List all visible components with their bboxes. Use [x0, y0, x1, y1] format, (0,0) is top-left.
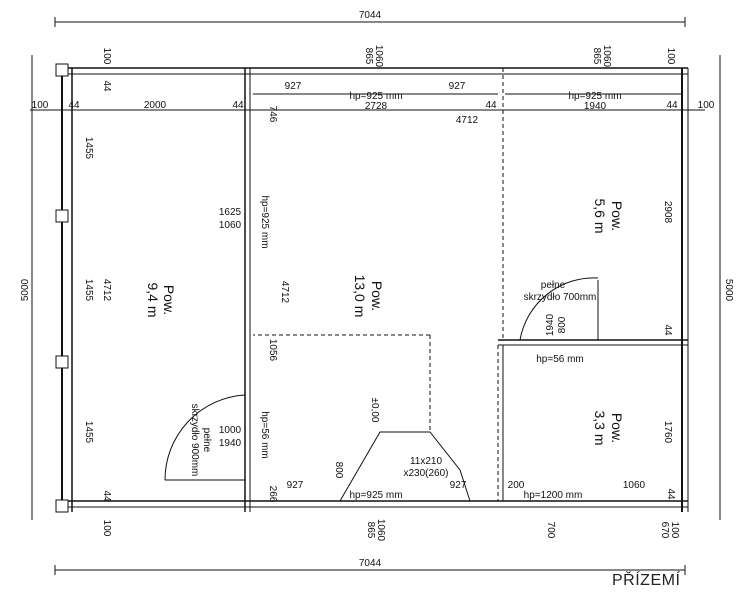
door-left-label-2: skrzydło 900mm: [189, 404, 200, 477]
overall-depth-right: 5000: [723, 279, 734, 302]
hp-925-a: hp=925 mm: [349, 91, 402, 102]
hp-56-inner: hp=56 mm: [259, 411, 270, 459]
dim-top-1060-mid: 1060: [373, 45, 384, 68]
dim-44-bottom-right: 44: [665, 488, 676, 500]
dim-200: 200: [508, 480, 525, 491]
dim-1455-a: 1455: [83, 137, 94, 160]
dim-100-left-wall: 100: [32, 100, 49, 111]
dim-2728: 2728: [365, 101, 388, 112]
room-br-area: 3,3 m: [592, 410, 608, 445]
stairs-spec-2: x230(260): [403, 468, 448, 479]
overall-width-bottom: 7044: [359, 558, 382, 569]
dim-266: 266: [267, 486, 278, 503]
dim-100-bottom-right: 100: [669, 522, 680, 539]
dim-100-right-wall: 100: [698, 100, 715, 111]
dim-927-bottom-a: 927: [287, 480, 304, 491]
hp-925-bottom: hp=925 mm: [349, 490, 402, 501]
dim-1625: 1625: [219, 207, 242, 218]
dim-2000: 2000: [144, 100, 167, 111]
dim-670: 670: [659, 522, 670, 539]
dim-800-a: 800: [557, 316, 568, 333]
dim-44-left-bottom: 44: [101, 490, 112, 502]
hp-925-b: hp=925 mm: [568, 91, 621, 102]
dim-746: 746: [267, 106, 278, 123]
dim-865-bottom: 865: [365, 522, 376, 539]
dim-44-a: 44: [68, 100, 80, 111]
overall-depth-left: 5000: [20, 278, 31, 301]
stairs-spec: 11x210: [410, 456, 443, 467]
dim-1060-bottom-b: 1060: [375, 519, 386, 542]
dim-top-865-right: 865: [591, 48, 602, 65]
dim-4712-left: 4712: [101, 279, 112, 302]
dim-1455-b: 1455: [83, 279, 94, 302]
overall-width-top: 7044: [359, 10, 382, 21]
room-left-area: 9,4 m: [145, 282, 161, 317]
door-left-label: pełne: [201, 428, 212, 453]
dim-1060-bottom: 1060: [623, 480, 646, 491]
dim-top-100-left: 100: [101, 48, 112, 65]
room-left-name: Pow.: [161, 285, 177, 315]
dim-top-1060-right: 1060: [601, 45, 612, 68]
dim-44-b: 44: [232, 100, 244, 111]
hp-1200: hp=1200 mm: [524, 490, 583, 501]
room-br-name: Pow.: [609, 413, 625, 443]
dim-44-d: 44: [666, 100, 678, 111]
hp-925-inner: hp=925 mm: [259, 195, 270, 248]
room-tr-area: 5,6 m: [592, 198, 608, 233]
dim-1056: 1056: [267, 339, 278, 362]
level-mark: ±0,00: [369, 398, 380, 423]
dim-1940: 1940: [584, 101, 607, 112]
dim-top-865-mid: 865: [363, 48, 374, 65]
dim-700: 700: [545, 522, 556, 539]
dim-927-bottom-b: 927: [450, 480, 467, 491]
room-tr-name: Pow.: [609, 201, 625, 231]
hp-56-b: hp=56 mm: [536, 354, 584, 365]
dim-44-e: 44: [101, 80, 112, 92]
dim-800-b: 800: [333, 462, 344, 479]
dim-927-b: 927: [449, 81, 466, 92]
dim-44-inner: 44: [662, 324, 673, 336]
dim-4712-top: 4712: [456, 115, 479, 126]
dim-44-c: 44: [485, 100, 497, 111]
dim-top-100-right: 100: [665, 48, 676, 65]
dim-4712-inner: 4712: [279, 281, 290, 304]
door-right-label-2: skrzydło 700mm: [524, 292, 597, 303]
dim-2908: 2908: [662, 201, 673, 224]
dim-1455-c: 1455: [83, 421, 94, 444]
floor-label: PŘÍZEMÍ: [612, 572, 681, 589]
room-mid-area: 13,0 m: [352, 275, 368, 318]
dim-1000: 1000: [219, 425, 242, 436]
dim-1940-b: 1940: [545, 313, 556, 336]
door-right-label: pełne: [541, 280, 566, 291]
dim-100-left-bottom: 100: [101, 520, 112, 537]
dim-1940-inner: 1940: [219, 438, 242, 449]
room-mid-name: Pow.: [369, 281, 385, 311]
dim-1060-inner: 1060: [219, 220, 242, 231]
dim-1760: 1760: [662, 421, 673, 444]
dim-927-a: 927: [285, 81, 302, 92]
